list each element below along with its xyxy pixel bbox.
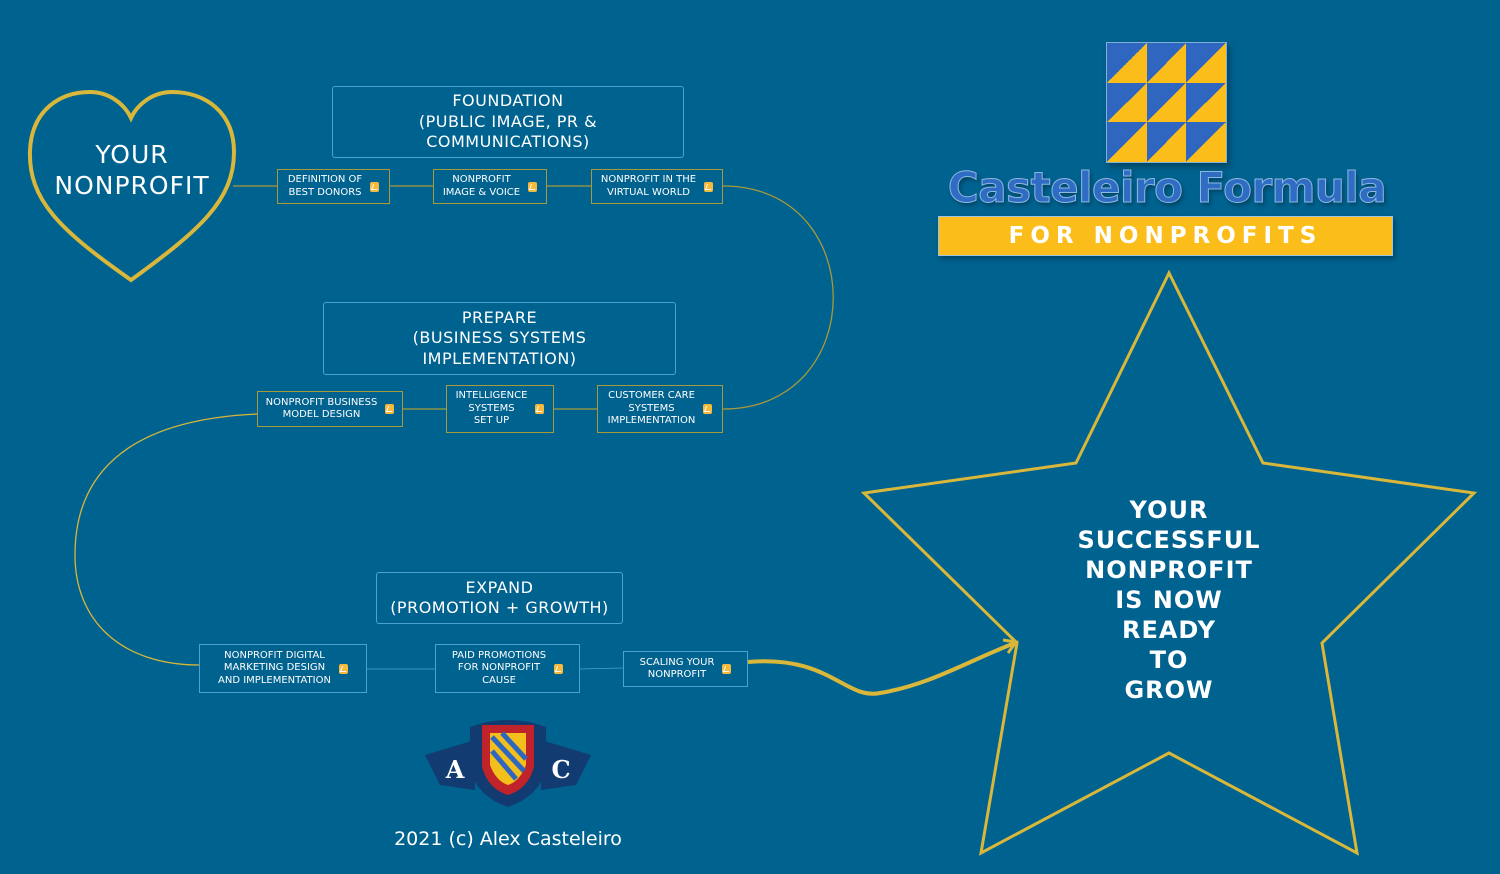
note-icon[interactable] <box>528 181 538 192</box>
arrow-to-star <box>747 641 1016 696</box>
star-label: YOUR SUCCESSFUL NONPROFIT IS NOW READY T… <box>1077 496 1261 704</box>
node-nonprofit-image-voice[interactable]: NONPROFIT IMAGE & VOICE <box>433 169 547 204</box>
heart-label: YOUR NONPROFIT <box>54 140 210 200</box>
crest-letter-c: C <box>551 755 570 784</box>
node-label: DEFINITION OF BEST DONORS <box>287 174 363 198</box>
node-label: NONPROFIT BUSINESS MODEL DESIGN <box>265 396 378 421</box>
node-label: NONPROFIT IN THE VIRTUAL WORLD <box>600 174 697 198</box>
note-icon[interactable] <box>535 404 545 414</box>
logo-title: Casteleiro Formula <box>947 163 1387 213</box>
node-label: SCALING YOUR NONPROFIT <box>639 656 715 681</box>
note-icon[interactable] <box>704 181 714 192</box>
note-icon[interactable] <box>722 664 732 674</box>
note-icon[interactable] <box>370 181 380 192</box>
node-label: PAID PROMOTIONS FOR NONPROFIT CAUSE <box>451 649 547 686</box>
node-business-model-design[interactable]: NONPROFIT BUSINESS MODEL DESIGN <box>257 391 403 427</box>
logo-subtitle: FOR NONPROFITS <box>938 216 1393 256</box>
logo-mark-icon <box>1106 42 1227 163</box>
note-icon[interactable] <box>338 663 348 674</box>
node-label: NONPROFIT IMAGE & VOICE <box>442 174 521 198</box>
node-label: NONPROFIT DIGITAL MARKETING DESIGN AND I… <box>218 649 331 686</box>
copyright: 2021 (c) Alex Casteleiro <box>394 828 622 850</box>
node-label: CUSTOMER CARE SYSTEMS IMPLEMENTATION <box>607 390 696 427</box>
note-icon[interactable] <box>385 404 395 414</box>
section-foundation: FOUNDATION (PUBLIC IMAGE, PR & COMMUNICA… <box>332 86 684 158</box>
node-nonprofit-virtual-world[interactable]: NONPROFIT IN THE VIRTUAL WORLD <box>591 169 723 204</box>
star-icon <box>860 269 1478 856</box>
crest-logo-icon: A C <box>425 720 591 807</box>
node-paid-promotions[interactable]: PAID PROMOTIONS FOR NONPROFIT CAUSE <box>435 644 580 693</box>
node-customer-care-systems[interactable]: CUSTOMER CARE SYSTEMS IMPLEMENTATION <box>597 385 723 433</box>
connector-curve <box>74 413 258 666</box>
node-scaling-nonprofit[interactable]: SCALING YOUR NONPROFIT <box>623 651 748 687</box>
node-label: INTELLIGENCE SYSTEMS SET UP <box>455 390 528 427</box>
note-icon[interactable] <box>703 404 713 414</box>
section-expand: EXPAND (PROMOTION + GROWTH) <box>376 572 623 624</box>
heart-icon <box>27 89 237 283</box>
connector <box>579 667 624 670</box>
node-digital-marketing[interactable]: NONPROFIT DIGITAL MARKETING DESIGN AND I… <box>199 644 367 693</box>
note-icon[interactable] <box>554 663 564 674</box>
node-intelligence-systems[interactable]: INTELLIGENCE SYSTEMS SET UP <box>446 385 554 433</box>
connector-curve <box>722 185 834 410</box>
crest-letter-a: A <box>445 755 465 784</box>
section-prepare: PREPARE (BUSINESS SYSTEMS IMPLEMENTATION… <box>323 302 676 375</box>
node-definition-of-best-donors[interactable]: DEFINITION OF BEST DONORS <box>277 169 390 204</box>
